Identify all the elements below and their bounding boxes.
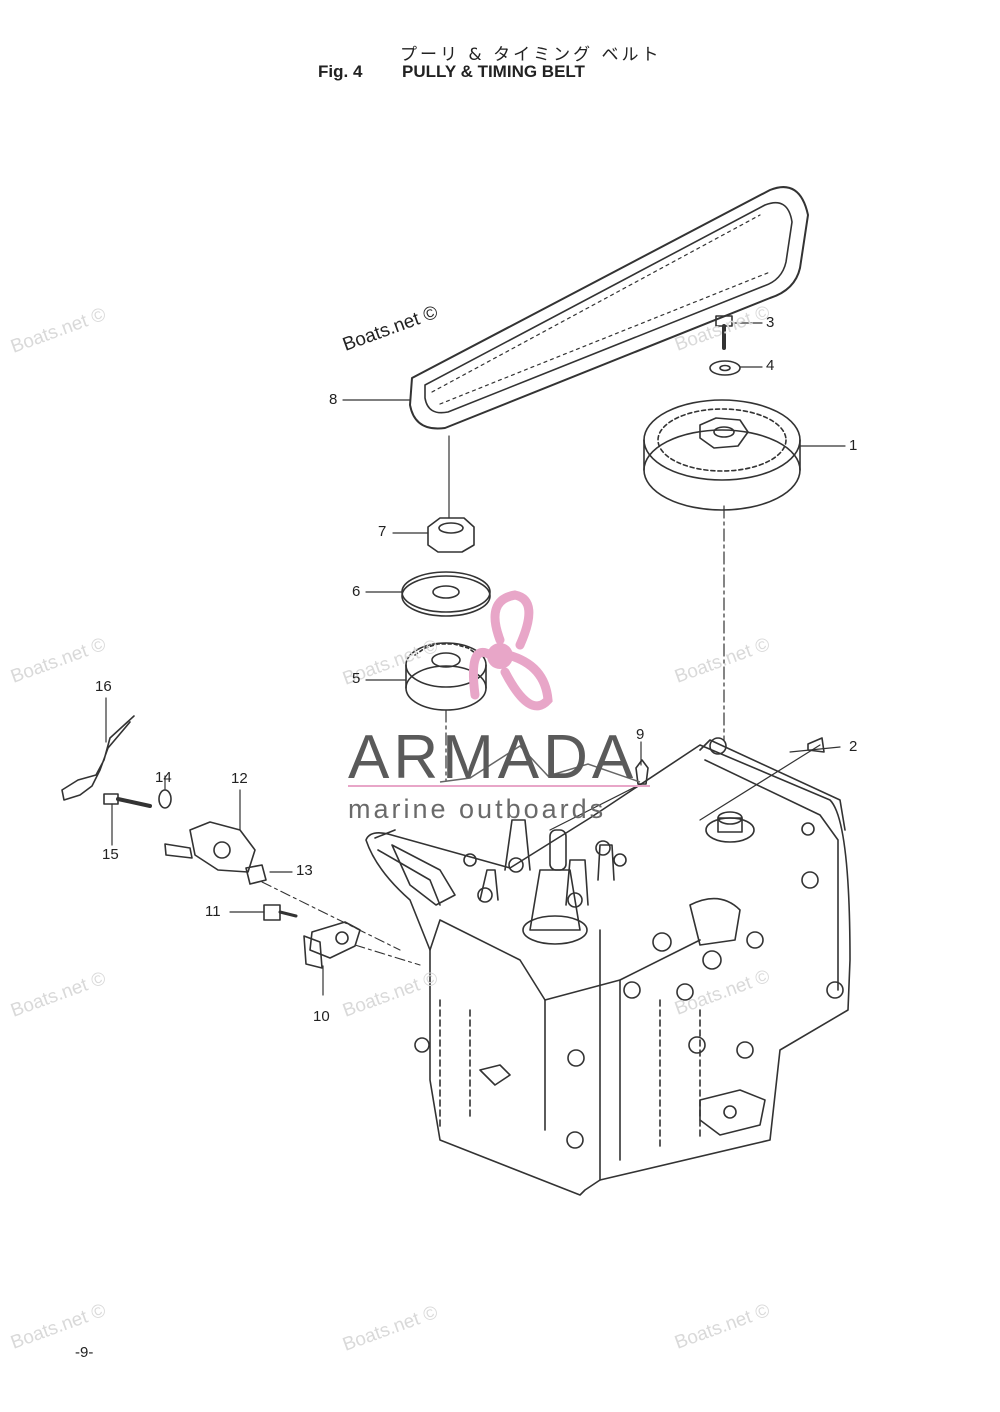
bracket-lines <box>261 881 421 966</box>
callout-2: 2 <box>849 738 858 755</box>
callout-15: 15 <box>102 846 119 863</box>
pin <box>635 759 649 785</box>
plate-washer <box>401 571 491 617</box>
small-washer <box>158 789 172 809</box>
leader-lines <box>105 322 846 996</box>
timing-belt <box>409 186 809 430</box>
bracket-assembly <box>164 821 256 873</box>
callout-9: 9 <box>636 726 645 743</box>
screw <box>103 793 152 808</box>
callout-11: 11 <box>205 903 221 920</box>
callout-13: 13 <box>296 862 313 879</box>
washer <box>709 360 741 376</box>
figure-title: PULLY & TIMING BELT <box>402 62 585 81</box>
callout-12: 12 <box>231 770 248 787</box>
nut <box>427 517 475 553</box>
engine-block <box>365 737 851 1196</box>
link-rod <box>61 715 135 801</box>
figure-number: Fig. 4 <box>318 62 363 81</box>
callout-5: 5 <box>352 670 361 687</box>
brand-logo-hub <box>487 643 513 669</box>
nipple <box>263 904 298 921</box>
callout-10: 10 <box>313 1008 330 1025</box>
bolt <box>715 315 733 350</box>
flywheel-pulley <box>643 399 801 511</box>
callout-16: 16 <box>95 678 112 695</box>
callout-7: 7 <box>378 523 387 540</box>
assembly-lines <box>445 435 725 781</box>
callout-1: 1 <box>849 437 858 454</box>
title-japanese: プーリ & タイミング ベルト <box>400 45 662 65</box>
callout-3: 3 <box>766 314 775 331</box>
callout-6: 6 <box>352 583 361 600</box>
brand-name: ARMADA <box>348 723 638 792</box>
plate-bracket <box>303 921 361 969</box>
callout-4: 4 <box>766 357 775 374</box>
bushing <box>245 864 267 885</box>
brand-logo-line <box>439 745 641 783</box>
page-number: -9- <box>75 1344 94 1361</box>
dowel-pin <box>807 737 825 753</box>
brand-tagline: marine outboards <box>348 794 607 824</box>
callout-8: 8 <box>329 391 338 408</box>
callout-14: 14 <box>155 769 172 786</box>
